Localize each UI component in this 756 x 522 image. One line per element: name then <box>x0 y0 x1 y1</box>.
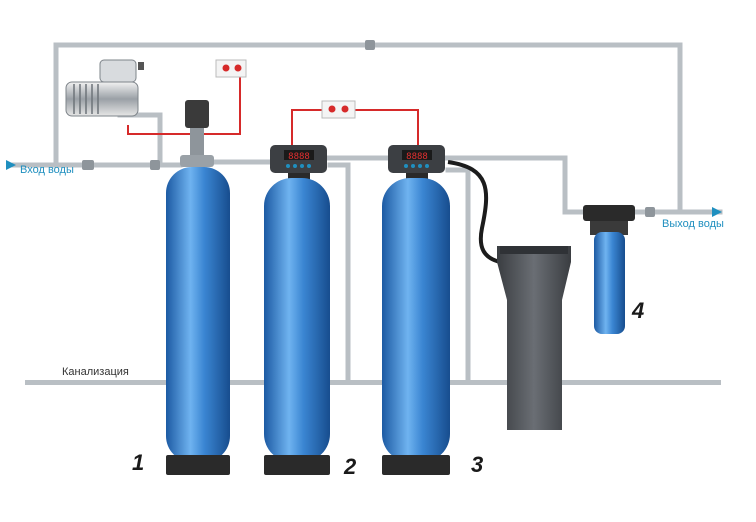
bypass-pipe <box>53 42 683 215</box>
controller-display <box>402 150 432 160</box>
tank-2: 8888 <box>264 145 330 475</box>
pipe-valves <box>82 40 655 217</box>
power-socket-icon <box>215 59 247 78</box>
controller-display <box>284 150 314 160</box>
arrow-right-icon <box>6 160 16 170</box>
svg-text:8888: 8888 <box>288 152 310 162</box>
brine-tank <box>447 160 571 430</box>
tank-1 <box>166 100 230 475</box>
inlet-label: Вход воды <box>20 164 74 176</box>
wire-compressor <box>127 72 241 135</box>
unit-number-3: 3 <box>471 452 484 477</box>
air-line <box>117 112 163 163</box>
drain-label: Канализация <box>62 366 129 378</box>
unit-number-4: 4 <box>632 298 645 323</box>
wiring <box>127 72 419 148</box>
arrow-right-icon <box>712 207 722 217</box>
outlet-label: Выход воды <box>662 218 724 230</box>
compressor-icon <box>65 59 144 117</box>
cartridge-filter <box>583 205 635 334</box>
power-socket-icon <box>321 100 356 119</box>
pipe-3-4 <box>442 155 593 215</box>
drain-line <box>25 380 721 385</box>
tank-3: 8888 <box>382 145 450 475</box>
drain-pipe-3 <box>445 167 471 381</box>
unit-number-1: 1 <box>132 450 145 475</box>
unit-number-2: 2 <box>344 454 357 479</box>
svg-text:8888: 8888 <box>406 152 428 162</box>
drain-pipe-2 <box>327 162 351 381</box>
